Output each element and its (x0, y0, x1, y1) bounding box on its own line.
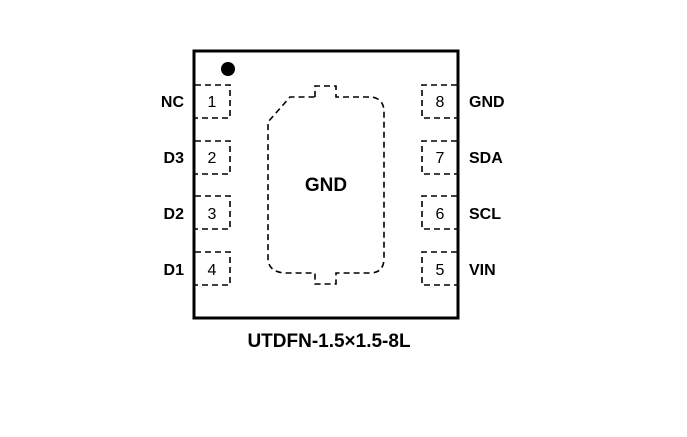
left-pins: 1 NC 2 D3 3 D2 4 D1 (161, 84, 231, 286)
pin-pad (195, 195, 231, 230)
pin-3: 3 D2 (164, 195, 231, 230)
right-pins: 8 GND 7 SDA 6 SCL 5 VIN (421, 84, 505, 286)
pin-number: 1 (208, 94, 217, 111)
pin-1: 1 NC (161, 84, 231, 119)
pin-number: 3 (208, 206, 217, 223)
pin-pad (421, 251, 457, 286)
pin-8: 8 GND (421, 84, 505, 119)
pin-name: SDA (469, 150, 503, 167)
pin-number: 7 (436, 150, 445, 167)
pin-pad (195, 84, 231, 119)
pin-number: 6 (436, 206, 445, 223)
pin-pad (195, 140, 231, 175)
pin-name: SCL (469, 206, 501, 223)
pin-4: 4 D1 (164, 251, 231, 286)
package-caption: UTDFN-1.5×1.5-8L (247, 331, 411, 352)
pin-number: 8 (436, 94, 445, 111)
pin-number: 4 (208, 262, 217, 279)
package-outline (192, 49, 460, 320)
pin-pad (421, 140, 457, 175)
pin-name: GND (469, 94, 505, 111)
pin-pad (421, 195, 457, 230)
pin-7: 7 SDA (421, 140, 503, 175)
pin-pad (195, 251, 231, 286)
pin-2: 2 D3 (164, 140, 231, 175)
pin-pad (421, 84, 457, 119)
pin-number: 2 (208, 150, 217, 167)
exposed-pad-outline (267, 85, 385, 285)
pin-6: 6 SCL (421, 195, 501, 230)
exposed-pad-label: GND (305, 175, 347, 196)
pin-name: D2 (164, 206, 185, 223)
pin1-marker-dot-icon (221, 62, 235, 76)
pin-name: NC (161, 94, 185, 111)
pin-name: D1 (164, 262, 185, 279)
pin-number: 5 (436, 262, 445, 279)
pin-name: VIN (469, 262, 496, 279)
pin-name: D3 (164, 150, 185, 167)
pin-5: 5 VIN (421, 251, 496, 286)
